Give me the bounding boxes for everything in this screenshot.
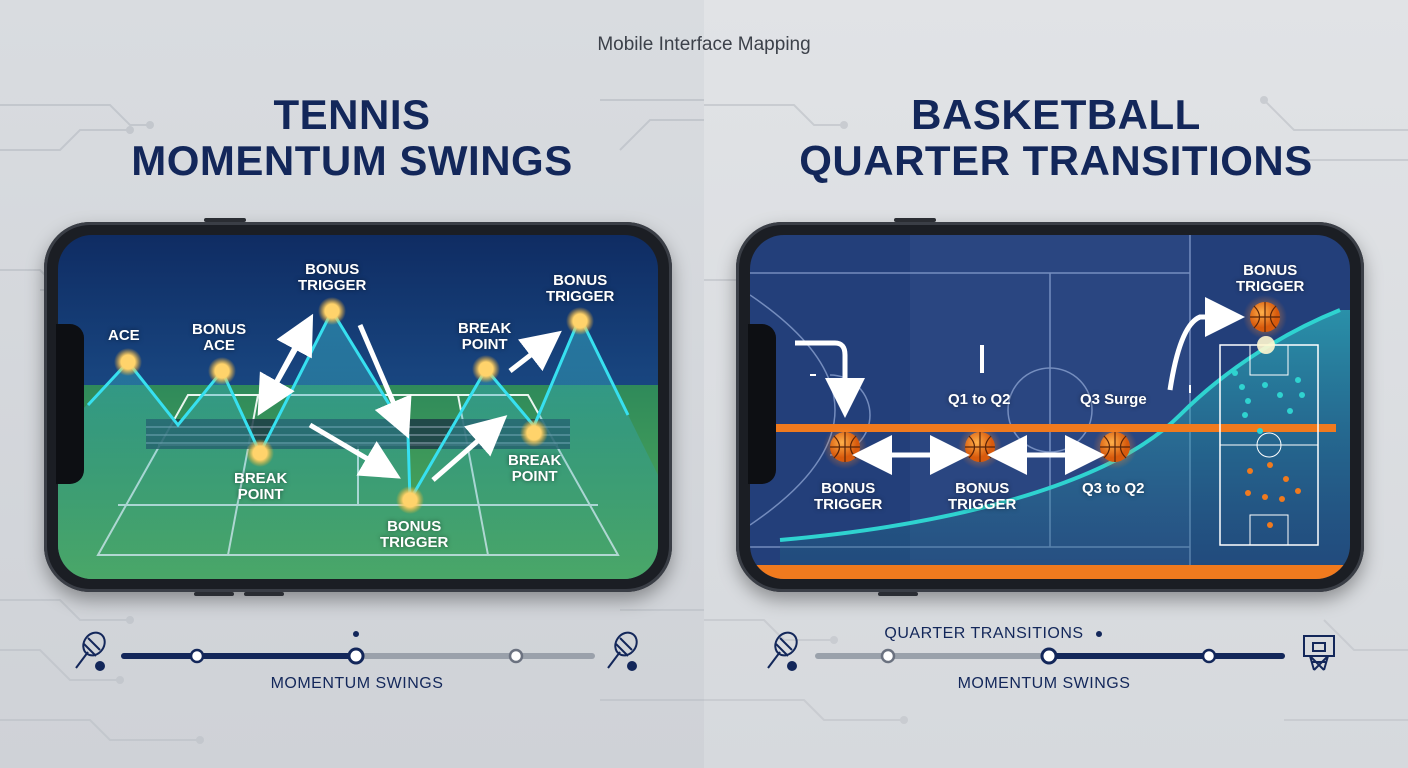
swing-arrows bbox=[257, 313, 562, 482]
basketball-icon bbox=[1093, 425, 1137, 469]
momentum-surge-area bbox=[780, 310, 1350, 579]
transition-arrows bbox=[795, 297, 1245, 475]
momentum-surge-line bbox=[779, 308, 1341, 542]
label-ace: ACE bbox=[108, 327, 140, 344]
basketball-title: BASKETBALL QUARTER TRANSITIONS bbox=[704, 92, 1408, 184]
timeline-node[interactable] bbox=[508, 648, 524, 664]
phone-side-button bbox=[894, 218, 936, 222]
basketball-icon bbox=[823, 425, 867, 469]
label-q1-to-q2: Q1 to Q2 bbox=[948, 391, 1011, 408]
tennis-timeline bbox=[75, 631, 638, 671]
phone-notch bbox=[56, 324, 84, 484]
screen-bottom-bar bbox=[750, 565, 1350, 579]
phone-side-button bbox=[878, 592, 918, 596]
timeline-indicator-dot bbox=[1096, 631, 1102, 637]
tennis-title-line1: TENNIS bbox=[273, 91, 431, 138]
basketball-icon bbox=[1243, 295, 1287, 339]
basketball-transition-diagram bbox=[750, 235, 1350, 579]
transition-bar bbox=[750, 424, 1336, 432]
timeline-node-active[interactable] bbox=[1040, 647, 1058, 665]
tennis-racket-icon bbox=[75, 631, 106, 671]
circuit-background bbox=[704, 96, 1408, 724]
timeline-node[interactable] bbox=[880, 648, 896, 664]
timeline-node[interactable] bbox=[1201, 648, 1217, 664]
timeline-indicator-dot bbox=[353, 631, 359, 637]
mini-court-diagram bbox=[1219, 344, 1319, 546]
phone-side-button bbox=[244, 592, 284, 596]
momentum-line bbox=[86, 307, 630, 506]
glow-marker bbox=[1257, 336, 1275, 354]
basketball-timeline bbox=[767, 631, 1335, 671]
phone-notch bbox=[748, 324, 776, 484]
basketball-timeline-top-label: QUARTER TRANSITIONS bbox=[884, 625, 1084, 642]
basketball-panel: BASKETBALL QUARTER TRANSITIONS bbox=[704, 0, 1408, 768]
tennis-timeline-label: MOMENTUM SWINGS bbox=[270, 675, 444, 692]
tennis-racket-icon bbox=[607, 631, 638, 671]
tennis-racket-icon bbox=[767, 631, 798, 671]
tennis-panel: TENNIS MOMENTUM SWINGS bbox=[0, 0, 704, 768]
basketball-title-line2: QUARTER TRANSITIONS bbox=[799, 137, 1313, 184]
label-q3-surge: Q3 Surge bbox=[1080, 391, 1147, 408]
tennis-momentum-diagram bbox=[58, 297, 658, 579]
tennis-title-line2: MOMENTUM SWINGS bbox=[131, 137, 573, 184]
basketball-title-line1: BASKETBALL bbox=[911, 91, 1201, 138]
timeline-node-active[interactable] bbox=[347, 647, 365, 665]
basketball-timeline-label: MOMENTUM SWINGS bbox=[957, 675, 1131, 692]
basketball-icon bbox=[958, 425, 1002, 469]
momentum-point-markers bbox=[114, 297, 594, 514]
phone-side-button bbox=[194, 592, 234, 596]
timeline-node[interactable] bbox=[189, 648, 205, 664]
tennis-title: TENNIS MOMENTUM SWINGS bbox=[0, 92, 704, 184]
phone-side-button bbox=[204, 218, 246, 222]
circuit-background bbox=[0, 99, 704, 744]
page-caption: Mobile Interface Mapping bbox=[597, 34, 811, 55]
basketball-hoop-icon bbox=[1303, 635, 1335, 671]
label-q3-to-q2: Q3 to Q2 bbox=[1082, 480, 1145, 497]
